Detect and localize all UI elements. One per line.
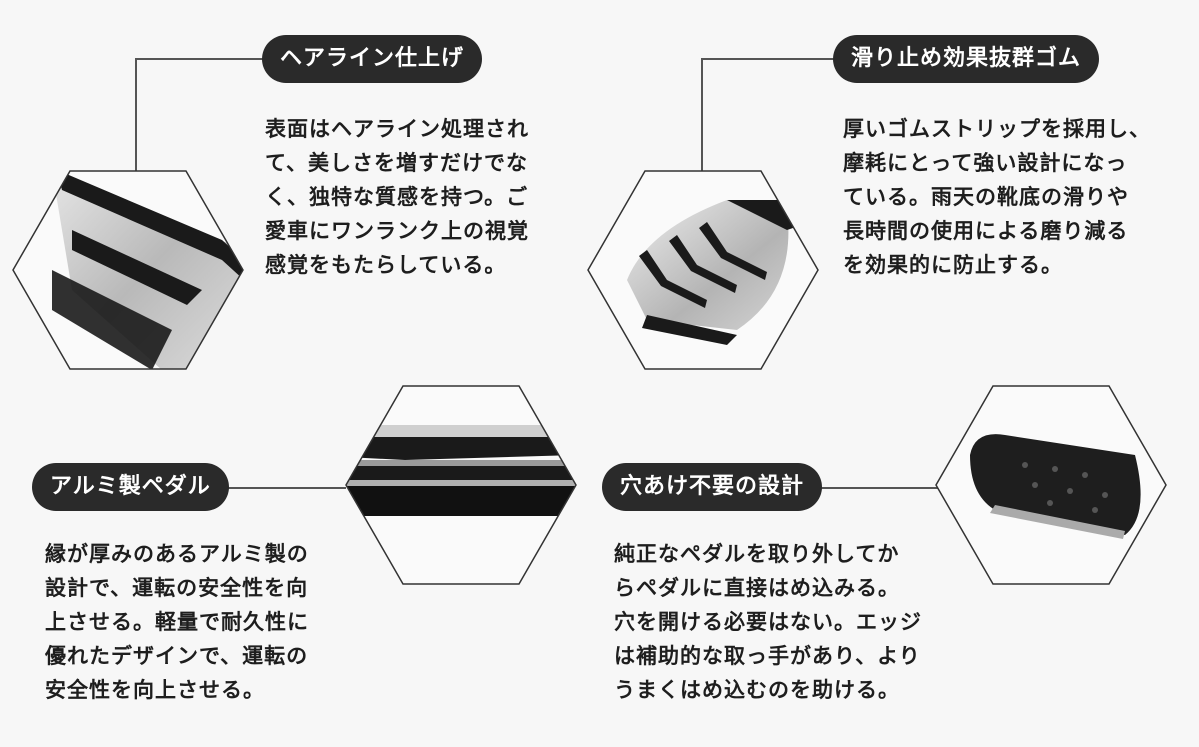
hexagon-image-backside <box>935 385 1167 585</box>
desc-line: は補助的な取っ手があり、より <box>614 644 921 668</box>
desc-line: ている。雨天の靴底の滑りや <box>843 185 1129 209</box>
connector-line-1a <box>135 58 137 173</box>
desc-line: 長時間の使用による磨り減る <box>843 219 1129 243</box>
desc-line: 上させる。軽量で耐久性に <box>45 610 309 634</box>
desc-line: を効果的に防止する。 <box>843 253 1063 277</box>
desc-line: 穴を開ける必要はない。エッジ <box>614 610 922 634</box>
hexagon-image-aluminum <box>345 385 577 585</box>
feature-desc-aluminum: 縁が厚みのあるアルミ製の 設計で、運転の安全性を向 上させる。軽量で耐久性に 優… <box>45 537 309 707</box>
desc-line: 安全性を向上させる。 <box>45 678 265 702</box>
desc-line: 摩耗にとって強い設計になっ <box>843 151 1128 175</box>
desc-line: らペダルに直接はめ込みる。 <box>614 576 900 600</box>
connector-line-2b <box>701 58 836 60</box>
desc-line: 設計で、運転の安全性を向 <box>45 576 309 600</box>
desc-line: うまくはめ込むのを助ける。 <box>614 678 900 702</box>
desc-line: て、美しさを増すだけでな <box>265 151 528 175</box>
connector-line-4 <box>790 487 940 489</box>
feature-title-rubber: 滑り止め効果抜群ゴム <box>833 35 1100 83</box>
desc-line: 愛車にワンランク上の視覚 <box>265 219 529 243</box>
desc-line: 表面はヘアライン処理され <box>265 117 529 141</box>
hexagon-image-hairline <box>12 170 244 370</box>
desc-line: く、独特な質感を持つ。ご <box>265 185 529 209</box>
feature-title-no-drill: 穴あけ不要の設計 <box>602 463 823 511</box>
feature-desc-hairline: 表面はヘアライン処理され て、美しさを増すだけでな く、独特な質感を持つ。ご 愛… <box>265 112 529 282</box>
desc-line: 感覚をもたらしている。 <box>265 253 507 277</box>
hexagon-image-rubber <box>587 170 819 370</box>
feature-title-hairline: ヘアライン仕上げ <box>262 35 483 83</box>
feature-desc-no-drill: 純正なペダルを取り外してか らペダルに直接はめ込みる。 穴を開ける必要はない。エ… <box>614 537 922 707</box>
desc-line: 純正なペダルを取り外してか <box>614 542 900 566</box>
desc-line: 優れたデザインで、運転の <box>45 644 309 668</box>
desc-line: 厚いゴムストリップを採用し、 <box>843 117 1151 141</box>
feature-desc-rubber: 厚いゴムストリップを採用し、 摩耗にとって強い設計になっ ている。雨天の靴底の滑… <box>843 112 1151 282</box>
feature-title-aluminum: アルミ製ペダル <box>32 463 229 511</box>
connector-line-3 <box>200 487 346 489</box>
desc-line: 縁が厚みのあるアルミ製の <box>45 542 309 566</box>
connector-line-2a <box>701 58 703 173</box>
connector-line-1b <box>135 58 265 60</box>
